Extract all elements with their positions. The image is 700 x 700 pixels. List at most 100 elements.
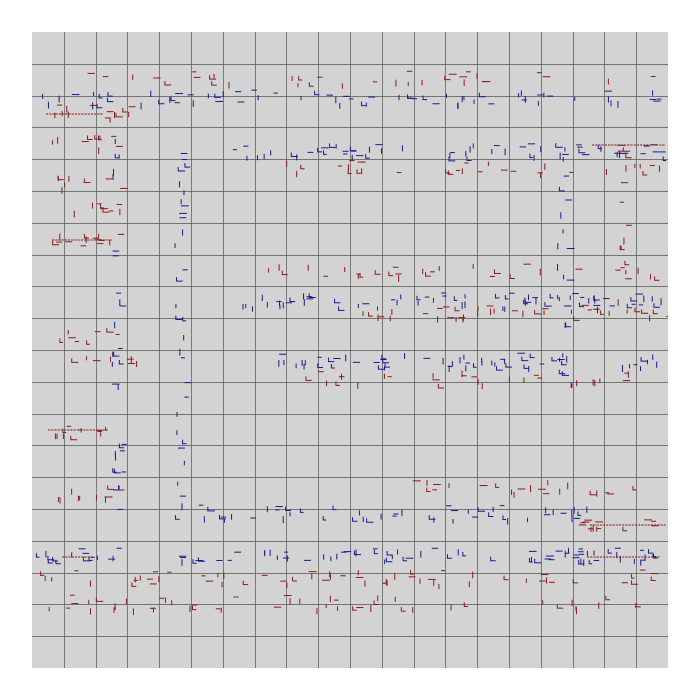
corner-glyph (528, 558, 533, 563)
corner-glyph (597, 144, 603, 150)
corner-glyph (322, 515, 327, 521)
corner-glyph (444, 75, 451, 81)
corner-glyph (386, 551, 393, 556)
corner-glyph (600, 310, 604, 315)
corner-glyph (361, 101, 366, 107)
corner-glyph (107, 92, 113, 97)
corner-glyph (561, 360, 567, 366)
corner-glyph (463, 602, 469, 608)
corner-glyph (207, 506, 215, 512)
corner-glyph (289, 297, 296, 302)
corner-glyph (630, 580, 639, 585)
corner-glyph (555, 143, 563, 148)
corner-glyph (112, 468, 117, 473)
corner-glyph (466, 156, 472, 162)
corner-glyph (374, 270, 381, 275)
corner-glyph (299, 508, 304, 513)
corner-glyph (308, 82, 314, 87)
corner-glyph (332, 505, 337, 511)
corner-glyph (509, 274, 515, 280)
corner-glyph (494, 293, 500, 299)
corner-glyph (328, 357, 335, 363)
corner-glyph (353, 550, 362, 556)
corner-glyph (407, 94, 415, 99)
corner-glyph (495, 483, 500, 488)
corner-glyph (558, 369, 566, 375)
corner-glyph (402, 556, 408, 562)
corner-glyph (437, 383, 444, 389)
corner-glyph (323, 150, 327, 155)
corner-glyph (118, 443, 124, 449)
corner-glyph (652, 552, 657, 557)
corner-glyph (285, 506, 291, 511)
corner-glyph (191, 605, 197, 611)
corner-glyph (82, 556, 91, 562)
corner-glyph (593, 296, 600, 301)
corner-glyph (86, 340, 90, 345)
corner-glyph (314, 90, 320, 96)
corner-glyph (47, 559, 53, 564)
corner-glyph (551, 356, 558, 362)
corner-glyph (209, 75, 217, 80)
corner-glyph (377, 365, 385, 370)
corner-glyph (454, 306, 460, 312)
corner-glyph (97, 135, 103, 141)
corner-glyph (107, 97, 114, 103)
corner-glyph (35, 553, 40, 558)
corner-glyph (107, 485, 114, 490)
corner-glyph (351, 517, 358, 522)
plot-canvas (32, 32, 668, 668)
corner-glyph (589, 490, 597, 496)
corner-glyph (472, 363, 477, 368)
corner-glyph (95, 597, 104, 602)
corner-glyph (653, 553, 658, 559)
corner-glyph (118, 486, 125, 491)
corner-glyph (641, 309, 649, 314)
corner-glyph (57, 175, 64, 181)
corner-glyph (347, 169, 352, 175)
corner-glyph (632, 485, 637, 491)
corner-glyph (446, 554, 452, 559)
corner-glyph (381, 354, 387, 360)
corner-glyph (335, 381, 341, 386)
corner-glyph (290, 152, 298, 157)
corner-glyph (624, 260, 630, 266)
corner-glyph (622, 526, 628, 532)
corner-glyph (588, 559, 593, 565)
corner-glyph (334, 298, 341, 304)
corner-glyph (300, 164, 305, 170)
corner-glyph (495, 366, 503, 371)
corner-glyph (115, 112, 123, 118)
corner-glyph (544, 302, 552, 307)
corner-glyph (625, 153, 632, 159)
corner-glyph (182, 316, 187, 322)
corner-glyph (549, 293, 554, 299)
corner-glyph (650, 576, 656, 581)
corner-glyph (572, 578, 579, 584)
corner-glyph (52, 557, 59, 562)
corner-glyph (338, 306, 345, 311)
corner-glyph (428, 515, 436, 520)
corner-glyph (448, 156, 456, 162)
corner-glyph (453, 296, 458, 301)
corner-glyph (382, 358, 390, 364)
corner-glyph (114, 153, 120, 159)
corner-glyph (490, 556, 496, 562)
corner-glyph (352, 606, 357, 611)
corner-glyph (385, 557, 393, 563)
corner-glyph (177, 167, 186, 172)
corner-glyph (488, 512, 494, 518)
corner-glyph (330, 364, 335, 369)
corner-glyph (648, 549, 652, 554)
corner-glyph (444, 168, 451, 174)
corner-glyph (523, 364, 529, 369)
corner-glyph (556, 604, 564, 609)
corner-glyph (505, 363, 512, 368)
corner-glyph (631, 574, 635, 579)
canvas-background (32, 32, 668, 668)
corner-glyph (504, 294, 509, 300)
corner-glyph (184, 163, 191, 168)
corner-glyph (52, 240, 59, 246)
corner-glyph (102, 208, 110, 213)
corner-glyph (368, 312, 373, 317)
